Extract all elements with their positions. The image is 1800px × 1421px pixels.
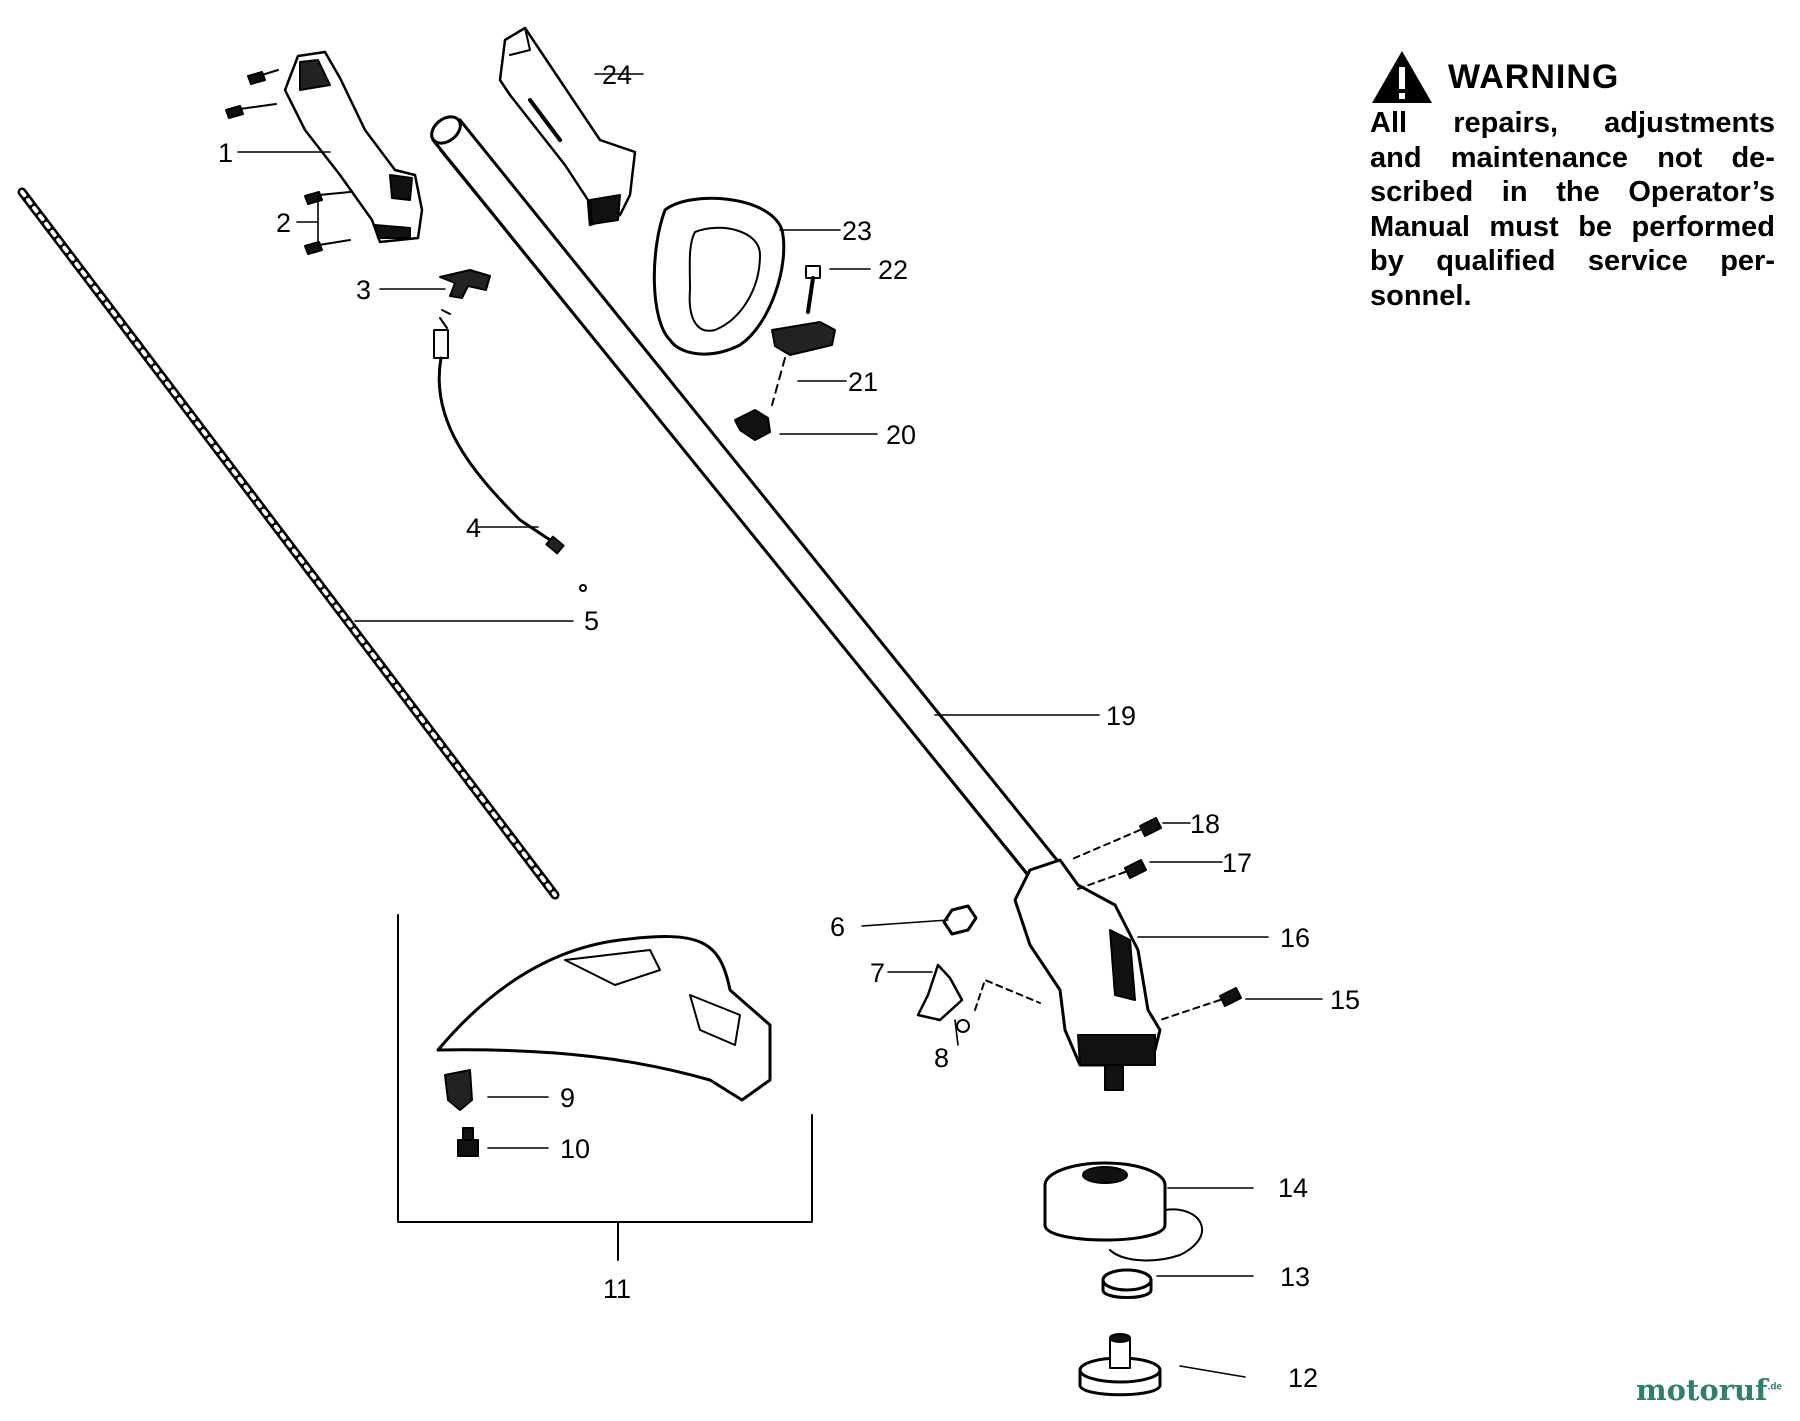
part-label-4: 4 — [466, 513, 481, 543]
warning-word: not — [1657, 141, 1703, 174]
warning-line: and maintenance not de- — [1370, 141, 1775, 176]
part-label-14: 14 — [1278, 1173, 1308, 1203]
part-label-12: 12 — [1288, 1363, 1318, 1393]
warning-word: de- — [1731, 141, 1775, 174]
gear-head-bolts — [1069, 817, 1242, 1021]
loop-handle — [652, 196, 786, 356]
part-label-18: 18 — [1190, 809, 1220, 839]
part-label-21: 21 — [848, 367, 878, 397]
trimmer-head — [1043, 1161, 1203, 1262]
warning-word: per- — [1720, 245, 1775, 277]
warning-word: Operator’s — [1628, 176, 1775, 208]
warning-word: maintenance — [1450, 141, 1629, 174]
warning-line: by qualified service per- — [1370, 244, 1775, 279]
warning-word: repairs, — [1453, 107, 1559, 139]
spool-ring — [1101, 1268, 1153, 1299]
part-label-17: 17 — [1222, 848, 1252, 878]
bump-knob — [1078, 1333, 1162, 1397]
part-label-20: 20 — [886, 420, 916, 450]
warning-word: scribed — [1370, 176, 1474, 208]
gear-head-housing — [1013, 858, 1162, 1091]
upper-handle — [283, 50, 424, 244]
warning-triangle-icon — [1372, 51, 1432, 103]
part-label-22: 22 — [878, 255, 908, 285]
logo-name: motoruf — [1635, 1373, 1768, 1407]
part-label-13: 13 — [1280, 1262, 1310, 1292]
part-label-16: 16 — [1280, 923, 1310, 953]
handle-screws — [225, 69, 351, 255]
part-label-9: 9 — [560, 1083, 575, 1113]
part-label-6: 6 — [830, 912, 845, 942]
part-label-3: 3 — [356, 275, 371, 305]
warning-line: All repairs, adjustments — [1370, 106, 1775, 141]
part-label-11: 11 — [603, 1274, 631, 1304]
part-label-5: 5 — [584, 606, 599, 636]
grass-guard — [436, 935, 772, 1102]
part-label-24: 24 — [602, 60, 632, 90]
part-label-23: 23 — [842, 216, 872, 246]
warning-notice: WARNING All repairs, adjustments and mainten… — [1370, 48, 1775, 313]
leader-lines — [237, 73, 1323, 1378]
part-label-15: 15 — [1330, 985, 1360, 1015]
warning-title: WARNING — [1448, 57, 1620, 96]
warning-word: the — [1556, 176, 1600, 208]
warning-word: adjustments — [1604, 107, 1775, 139]
guard-clip — [444, 1069, 473, 1111]
wing-nut — [734, 409, 771, 441]
part-label-8: 8 — [934, 1043, 949, 1073]
warning-word: be — [1578, 210, 1613, 243]
guard-screw — [457, 1127, 479, 1157]
throttle-trigger — [439, 269, 491, 299]
warning-word: qualified — [1436, 245, 1556, 277]
warning-word: performed — [1631, 210, 1775, 243]
warning-word: in — [1501, 176, 1528, 208]
part-label-10: 10 — [560, 1134, 590, 1164]
part-number-labels: 1 2 3 4 5 6 7 8 9 10 11 12 13 14 15 16 1… — [218, 60, 1360, 1393]
handle-bracket — [498, 26, 637, 227]
hex-nut — [942, 904, 978, 936]
warning-word: sonnel. — [1370, 279, 1472, 312]
part-label-1: 1 — [218, 138, 233, 168]
part-label-19: 19 — [1106, 701, 1136, 731]
washer — [956, 1019, 970, 1033]
warning-header: WARNING — [1370, 48, 1775, 106]
warning-word: service — [1587, 245, 1688, 277]
part-label-2: 2 — [276, 208, 291, 238]
handle-clamp — [771, 321, 836, 356]
warning-word: must — [1489, 210, 1559, 243]
warning-word: All — [1370, 107, 1408, 139]
warning-line: sonnel. — [1370, 279, 1775, 314]
warning-word: by — [1370, 245, 1404, 277]
warning-word: and — [1370, 141, 1422, 174]
logo-suffix: .de — [1767, 1381, 1782, 1393]
handle-bolt — [805, 265, 821, 314]
throttle-cable — [433, 309, 587, 592]
motoruf-logo: motoruf.de — [1636, 1373, 1782, 1407]
warning-word: Manual — [1370, 210, 1470, 243]
part-label-7: 7 — [870, 958, 885, 988]
wing-knob — [916, 963, 964, 1022]
drive-shaft — [17, 187, 560, 900]
guard-kit-bracket — [397, 914, 813, 1223]
